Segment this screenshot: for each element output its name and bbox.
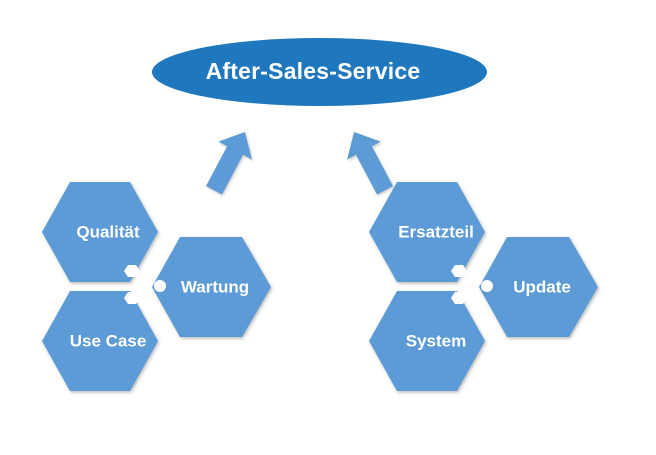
connector-dot-right [154, 280, 166, 292]
hex-node-use-case-label: Use Case [70, 331, 147, 350]
hex-node-use-case[interactable] [42, 291, 158, 391]
hexagon-shape [479, 237, 598, 337]
hex-node-ersatzteil[interactable] [369, 182, 485, 282]
right-arrow-shape [347, 131, 393, 195]
right-arrow [347, 131, 393, 195]
hexagon-shape [369, 291, 485, 391]
right-cluster: Ersatzteil System Update [369, 182, 598, 391]
connector-dot-upper [451, 265, 467, 277]
center-node-ellipse [152, 38, 487, 106]
hex-node-wartung[interactable] [152, 237, 271, 337]
hex-node-qualitaet-label: Qualität [76, 222, 140, 241]
connector-dot-upper [124, 265, 140, 277]
left-arrow [206, 131, 252, 195]
center-node-label: After-Sales-Service [206, 58, 421, 84]
connector-dot-lower [451, 292, 467, 304]
hexagon-shape [42, 291, 158, 391]
hex-node-update[interactable] [479, 237, 598, 337]
hex-node-system[interactable] [369, 291, 485, 391]
connector-dot-right [481, 280, 493, 292]
hex-node-qualitaet[interactable] [42, 182, 158, 282]
hex-node-update-label: Update [513, 277, 571, 296]
connector-dot-lower [124, 292, 140, 304]
hex-node-ersatzteil-label: Ersatzteil [398, 222, 474, 241]
left-cluster: Qualität Use Case Wartung [42, 182, 271, 391]
left-arrow-shape [206, 131, 252, 195]
hex-node-system-label: System [406, 331, 466, 350]
hex-node-wartung-label: Wartung [181, 277, 249, 296]
hexagon-shape [152, 237, 271, 337]
hexagon-shape [369, 182, 485, 282]
center-node[interactable]: After-Sales-Service [152, 38, 487, 106]
hexagon-shape [42, 182, 158, 282]
